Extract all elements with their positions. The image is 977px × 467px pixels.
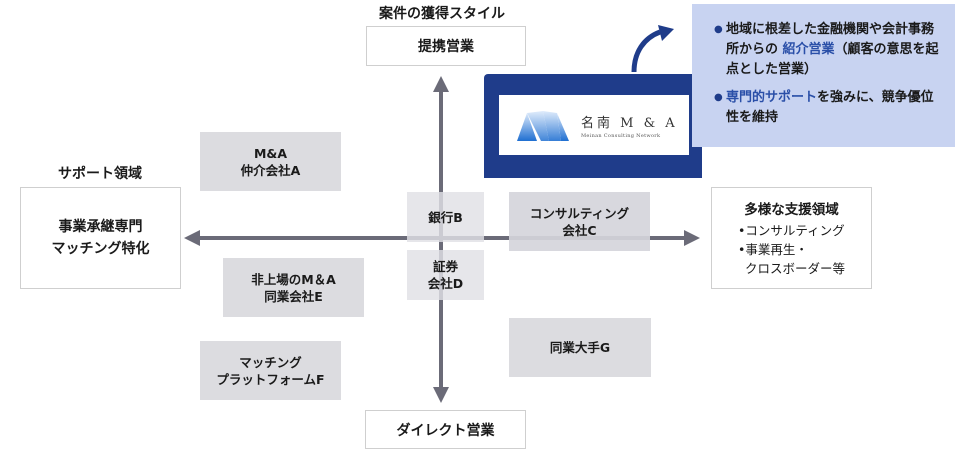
callout-item-referral: ● 地域に根差した金融機関や会計事務所からの 紹介営業（顧客の意思を起点とした営… [714, 20, 941, 80]
company-d-line1: 証券 [432, 259, 458, 274]
left-axis-label: 事業承継専門 マッチング特化 [20, 187, 181, 289]
arrow-right-icon [684, 230, 700, 246]
company-c-box: コンサルティング 会社C [509, 192, 650, 251]
list-item: •コンサルティング [737, 223, 845, 238]
company-d-line2: 会社D [427, 276, 464, 291]
company-c-line2: 会社C [562, 222, 597, 238]
meinan-logo: 名南 M & A Meinan Consulting Network [499, 95, 689, 155]
list-item: クロスボーダー等 [744, 261, 845, 276]
meinan-m-logo-icon [517, 111, 569, 141]
company-e-line2: 同業会社E [264, 288, 323, 304]
bottom-axis-label-text: ダイレクト営業 [396, 422, 495, 439]
right-axis-label-title: 多様な支援領域 [744, 202, 839, 218]
company-e-box: 非上場のM＆A 同業会社E [223, 258, 364, 317]
left-axis-label-line2: マッチング特化 [51, 241, 150, 257]
arrow-left-icon [184, 230, 200, 246]
company-g-box: 同業大手G [509, 318, 651, 377]
bullet-icon: ● [714, 24, 723, 35]
meinan-logo-subtitle: Meinan Consulting Network [581, 132, 661, 139]
arrow-down-icon [433, 387, 449, 403]
curved-arrow-icon [631, 25, 674, 73]
right-axis-label-list: •コンサルティング •事業再生・ クロスボーダー等 [738, 221, 845, 278]
company-f-line1: マッチング [239, 354, 302, 370]
company-f-box: マッチング プラットフォームF [200, 341, 341, 400]
bottom-axis-label: ダイレクト営業 [365, 410, 526, 449]
list-item: •事業再生・ [737, 242, 808, 257]
right-axis-label: 多様な支援領域 •コンサルティング •事業再生・ クロスボーダー等 [711, 187, 872, 289]
callout-item-support-text: 専門的サポートを強みに、競争優位性を維持 [726, 90, 934, 125]
company-a-line2: 仲介会社A [240, 162, 301, 178]
company-a-line1: M&A [253, 145, 287, 161]
horizontal-axis-title: サポート領域 [58, 166, 142, 182]
company-g-line1: 同業大手G [549, 340, 611, 355]
company-b-box: 銀行B [407, 192, 484, 242]
left-axis-label-line1: 事業承継専門 [58, 219, 143, 235]
vertical-axis-title: 案件の獲得スタイル [379, 6, 505, 22]
top-axis-label: 提携営業 [366, 26, 526, 66]
company-a-box: M&A 仲介会社A [200, 132, 341, 191]
strength-callout: ● 地域に根差した金融機関や会計事務所からの 紹介営業（顧客の意思を起点とした営… [692, 4, 955, 147]
callout-item-referral-text: 地域に根差した金融機関や会計事務所からの 紹介営業（顧客の意思を起点とした営業） [726, 22, 939, 77]
company-b-line1: 銀行B [428, 209, 463, 225]
top-axis-label-text: 提携営業 [418, 39, 474, 55]
bullet-icon: ● [714, 92, 723, 103]
company-d-box: 証券 会社D [407, 250, 484, 300]
company-e-line1: 非上場のM＆A [251, 271, 336, 287]
callout-item-support: ● 専門的サポートを強みに、競争優位性を維持 [714, 88, 941, 128]
meinan-logo-text: 名南 M & A Meinan Consulting Network [581, 112, 678, 139]
company-c-line1: コンサルティング [529, 205, 630, 221]
company-f-line2: プラットフォームF [216, 371, 325, 387]
meinan-logo-name: 名南 M & A [581, 115, 678, 131]
arrow-up-icon [433, 76, 449, 92]
